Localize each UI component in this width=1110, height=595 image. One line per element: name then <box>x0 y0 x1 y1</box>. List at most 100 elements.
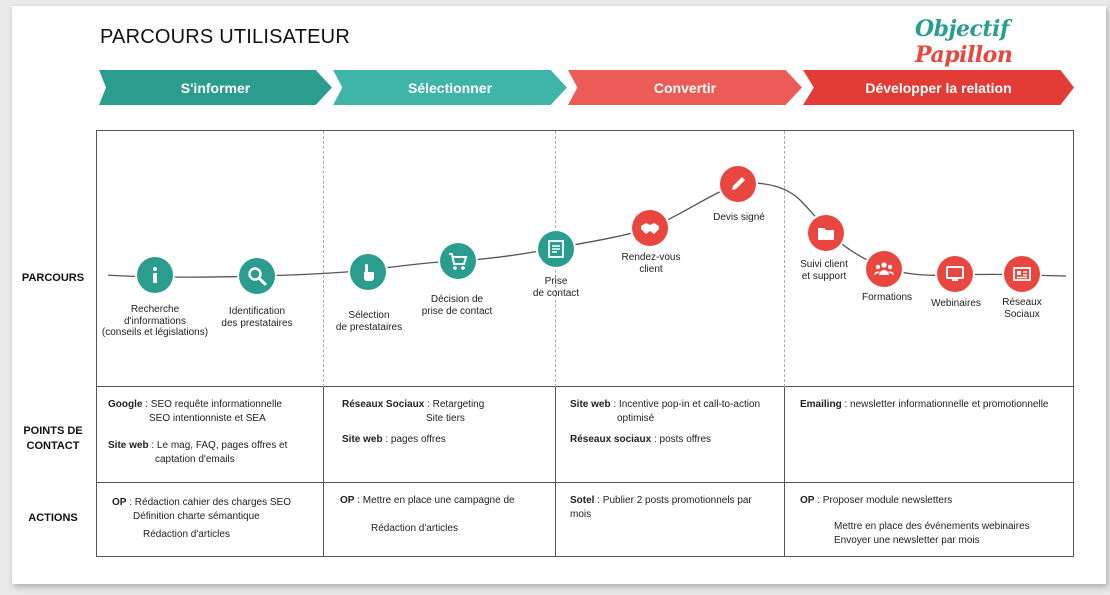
step-label-line: Suivi client <box>800 259 848 270</box>
contact-entry: Site web : Incentive pop-in et call-to-a… <box>570 398 782 412</box>
form-icon <box>548 240 564 258</box>
step-reseaux-node <box>1004 256 1040 292</box>
action-text: mois <box>570 509 592 520</box>
contact-cell-convertir: Site web : Incentive pop-in et call-to-a… <box>570 398 782 447</box>
action-text: Mettre en place des événements webinaire… <box>834 521 1030 532</box>
step-prise-contact-node <box>538 231 574 267</box>
pencil-icon <box>732 177 745 190</box>
step-label-line: Sélection <box>348 310 390 321</box>
contact-text: Retargeting <box>432 399 485 410</box>
contact-sep: : <box>841 399 851 410</box>
step-label-line: Formations <box>861 292 912 303</box>
phase-separator-1 <box>323 131 324 387</box>
step-label-line: Recherche <box>130 304 180 315</box>
row-label-points-de-contact: POINTS DE CONTACT <box>18 424 88 454</box>
contact-cell-developper: Emailing : newsletter informationnelle e… <box>800 398 1070 412</box>
phase-convertir: Convertir <box>568 70 802 105</box>
contact-text: Site tiers <box>426 413 465 424</box>
step-label-rendez-vous: Rendez-vous client <box>586 252 716 275</box>
step-rendez-vous-node <box>632 210 668 246</box>
action-key: OP <box>800 495 815 506</box>
phase-separator-3 <box>784 131 785 387</box>
step-label-line: d'informations <box>124 315 186 327</box>
row-label-points-line2: CONTACT <box>26 440 80 452</box>
pointer-hand-icon <box>364 264 374 281</box>
phase-sinformer: S'informer <box>99 70 332 105</box>
logo-part-1: Objectif <box>915 16 1009 42</box>
contact-cell-selectionner: Réseaux Sociaux : Retargeting Site tiers… <box>342 398 552 447</box>
action-text: Définition charte sémantique <box>133 511 260 522</box>
step-suivi-node <box>808 215 844 251</box>
step-label-line: client <box>639 263 663 275</box>
contact-text: optimisé <box>617 413 655 424</box>
monitor-icon <box>946 266 964 281</box>
step-identification-node <box>239 258 275 294</box>
newspaper-icon <box>1013 267 1031 281</box>
contact-key: Google <box>108 399 143 410</box>
action-text: Rédaction d'articles <box>371 523 458 534</box>
step-recherche-node <box>137 257 173 293</box>
page-title: PARCOURS UTILISATEUR <box>100 26 350 48</box>
contact-text: Le mag, FAQ, pages offres et <box>156 440 288 451</box>
info-icon <box>153 267 157 283</box>
contact-key: Site web <box>570 399 611 410</box>
contact-key: Réseaux Sociaux <box>342 399 425 410</box>
step-label-webinaires: Webinaires <box>891 298 1021 310</box>
contact-text: Incentive pop-in et call-to-action <box>618 399 761 410</box>
step-label-line: et support <box>801 270 847 282</box>
logo-part-2: Papillon <box>915 42 1013 68</box>
contact-text: captation d'emails <box>155 454 235 465</box>
logo: Objectif Papillon <box>915 16 1110 68</box>
contact-key: Emailing <box>800 399 842 410</box>
step-label-line: Décision de <box>430 294 484 305</box>
contact-key: Site web <box>342 434 383 445</box>
contact-text: SEO intentionniste et SEA <box>149 413 266 424</box>
contact-entry: Site web : Le mag, FAQ, pages offres et <box>108 439 318 453</box>
step-label-line: Webinaires <box>931 298 981 309</box>
step-formations-node <box>866 251 902 287</box>
step-label-line: Rendez-vous <box>621 252 681 263</box>
contact-sep: : <box>610 399 619 410</box>
row-label-points-line1: POINTS DE <box>23 425 83 437</box>
contact-sep: : <box>142 399 151 410</box>
action-cell-developper: OP : Proposer module newsletters Mettre … <box>800 494 1070 548</box>
step-label-line: de contact <box>532 287 580 299</box>
row-label-actions: ACTIONS <box>28 512 78 524</box>
step-label-line: Prise <box>544 276 568 287</box>
action-sep: : <box>814 495 823 506</box>
step-label-devis: Devis signé <box>674 212 804 224</box>
contact-entry: Réseaux Sociaux : Retargeting <box>342 398 552 412</box>
action-text: Publier 2 posts promotionnels par <box>602 495 752 506</box>
action-cell-sinformer: OP : Rédaction cahier des charges SEO Dé… <box>112 496 320 542</box>
row-label-parcours: PARCOURS <box>21 272 85 284</box>
step-label-suivi: Suivi client et support <box>759 259 889 282</box>
step-label-line: des prestataires <box>221 317 293 329</box>
action-text: Envoyer une newsletter par mois <box>834 535 980 546</box>
step-label-line: prise de contact <box>421 305 493 317</box>
action-text: Rédaction d'articles <box>143 529 230 540</box>
step-webinaires-node <box>937 256 973 292</box>
contact-entry: Réseaux sociaux : posts offres <box>570 433 782 447</box>
step-label-identification: Identification des prestataires <box>192 306 322 329</box>
step-label-line: (conseils et législations) <box>101 327 209 338</box>
contact-entry: Emailing : newsletter informationnelle e… <box>800 398 1070 412</box>
row-divider-1 <box>96 386 1074 387</box>
action-cell-selectionner: OP : Mettre en place une campagne de Réd… <box>340 494 552 536</box>
step-label-prise-contact: Prise de contact <box>491 276 621 299</box>
contact-text: SEO requête informationnelle <box>150 399 282 410</box>
group-icon <box>874 262 894 275</box>
col-divider-2 <box>555 386 556 557</box>
contact-sep: : <box>382 434 391 445</box>
step-label-line: de prestataires <box>335 321 403 333</box>
phase-selectionner: Sélectionner <box>333 70 567 105</box>
action-entry: Sotel : Publier 2 posts promotionnels pa… <box>570 494 780 508</box>
search-icon <box>248 267 267 286</box>
step-label-recherche: Recherche d'informations (conseils et lé… <box>90 304 220 339</box>
contact-key: Réseaux sociaux <box>570 434 652 445</box>
action-key: Sotel <box>570 495 595 506</box>
contact-entry: Site web : pages offres <box>342 433 552 447</box>
action-key: OP <box>112 497 127 508</box>
action-entry: OP : Rédaction cahier des charges SEO <box>112 496 320 510</box>
step-decision-node <box>440 243 476 279</box>
contact-text: posts offres <box>659 434 712 445</box>
